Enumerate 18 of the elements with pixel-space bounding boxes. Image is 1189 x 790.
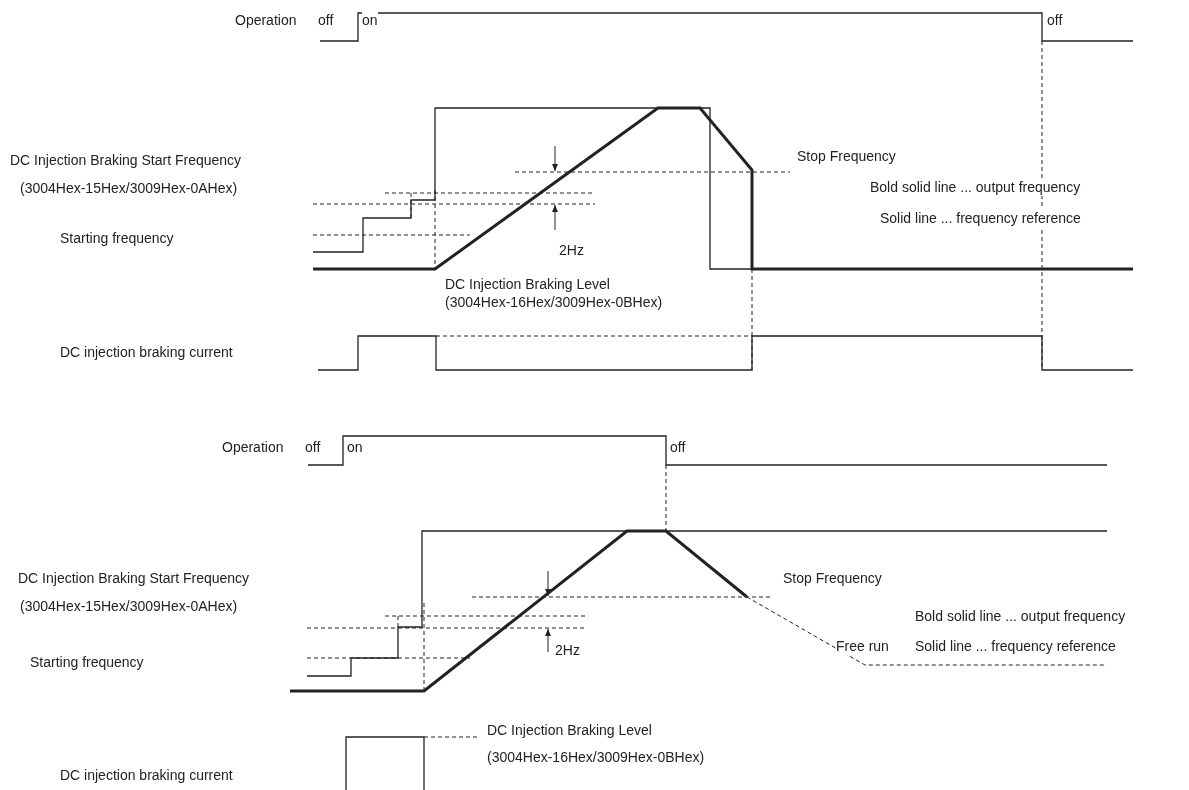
label-text: DC Injection Braking Level xyxy=(487,721,652,739)
label-text: (3004Hex-16Hex/3009Hex-0BHex) xyxy=(445,293,663,311)
label-text: (3004Hex-15Hex/3009Hex-0AHex) xyxy=(20,597,238,615)
label-text: Starting frequency xyxy=(30,653,144,671)
label-text: (3004Hex-16Hex/3009Hex-0BHex) xyxy=(487,748,705,766)
label-text: Solid line ... frequency reference xyxy=(915,637,1116,655)
label-text: DC Injection Braking Level xyxy=(445,275,610,293)
label-text: DC Injection Braking Start Frequency xyxy=(18,569,250,587)
label-text: Bold solid line ... output frequency xyxy=(915,607,1126,625)
label-text: (3004Hex-15Hex/3009Hex-0AHex) xyxy=(20,179,238,197)
label-text: Starting frequency xyxy=(60,229,174,247)
label-text: DC injection braking current xyxy=(60,343,233,361)
label-text: Solid line ... frequency reference xyxy=(880,209,1081,227)
label-text: Bold solid line ... output frequency xyxy=(870,178,1081,196)
label-text: DC injection braking current xyxy=(60,766,233,784)
label-text: Operation xyxy=(222,438,284,456)
label-text: Operation xyxy=(235,11,297,29)
label-text: DC Injection Braking Start Frequency xyxy=(10,151,242,169)
